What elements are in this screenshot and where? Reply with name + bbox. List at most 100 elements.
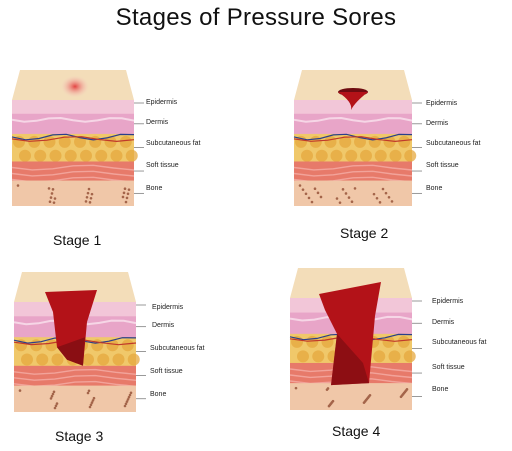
fat-globule — [64, 149, 77, 162]
fat-globule — [36, 353, 49, 366]
stage-1-label-bone: Bone — [146, 185, 163, 192]
bone-pore — [88, 405, 92, 409]
bone-pore — [49, 196, 53, 199]
stage-1-label-fat: Subcutaneous fat — [146, 140, 201, 147]
fat-globule — [312, 350, 325, 363]
bone-pore — [48, 200, 52, 204]
bone-pore — [55, 402, 59, 405]
stage-4-label-dermis: Dermis — [432, 319, 455, 326]
fat-globule — [360, 149, 372, 162]
stage-1-title: Stage 1 — [53, 232, 102, 248]
stage-3-label-soft-tissue: Soft tissue — [150, 368, 183, 375]
bone-pore — [372, 192, 376, 196]
fat-globule — [82, 353, 94, 366]
stage-1-label-dermis: Dermis — [146, 119, 169, 126]
fat-globule — [28, 135, 41, 148]
bone-pore — [90, 192, 94, 196]
bone-pore — [381, 187, 385, 191]
bone-pore — [341, 188, 345, 191]
bone-pore — [344, 192, 348, 195]
bone-pore — [387, 195, 391, 199]
bone-pore — [89, 403, 93, 407]
fat-globule — [404, 149, 417, 162]
fat-globule — [403, 350, 416, 363]
bone-layer — [12, 180, 134, 206]
stage-4-label-soft-tissue: Soft tissue — [432, 364, 465, 371]
fat-globule — [374, 149, 387, 162]
bone-pore — [47, 187, 51, 190]
bone-pore — [50, 192, 54, 195]
redness-spot — [61, 75, 89, 98]
bone-pore — [124, 402, 128, 406]
stage-4-label-epidermis: Epidermis — [432, 298, 464, 305]
fat-globule — [345, 149, 358, 162]
stage-1-label-soft-tissue: Soft tissue — [146, 162, 179, 169]
fat-globule — [301, 149, 313, 162]
bone-pore — [126, 192, 130, 196]
bone-pore — [123, 187, 127, 191]
bone-pore — [121, 195, 125, 199]
vein-blue — [293, 133, 413, 141]
bone-layer — [290, 383, 412, 410]
fat-globule — [80, 149, 92, 162]
fat-globule — [339, 135, 352, 148]
fat-globule — [354, 135, 366, 148]
stage-4-skin-diagram — [289, 268, 422, 410]
bone-pore — [294, 386, 298, 390]
fat-globule — [34, 149, 47, 162]
fat-globule — [106, 339, 119, 352]
bone-pore — [347, 196, 351, 199]
bone-pore — [87, 187, 91, 191]
stage-1-label-epidermis: Epidermis — [146, 99, 178, 106]
bone-pore — [89, 196, 93, 200]
bone-pore — [301, 188, 305, 191]
epidermis-layer — [294, 100, 412, 116]
muscle-fiber — [13, 374, 137, 381]
stage-3-label-epidermis: Epidermis — [152, 304, 184, 311]
bone-pore — [18, 389, 22, 392]
stage-3-title: Stage 3 — [55, 428, 104, 444]
bone-pore — [335, 197, 339, 200]
stage-2-skin-diagram — [293, 70, 422, 206]
bone-pore — [350, 200, 354, 204]
stage-2-label-epidermis: Epidermis — [426, 100, 458, 107]
bone-pore — [51, 392, 55, 396]
bone-pore — [86, 191, 90, 195]
skin-surface — [294, 70, 412, 100]
stage-3-skin-diagram — [13, 272, 146, 412]
fat-globule — [324, 135, 337, 148]
bone-pore — [52, 201, 56, 204]
muscle-fiber — [293, 170, 413, 177]
bone-pore — [127, 188, 131, 191]
vein-red — [11, 136, 135, 143]
vein-red — [293, 136, 413, 143]
vein-blue — [11, 133, 135, 141]
dermis-layer — [294, 113, 412, 136]
dermis-wave — [11, 116, 135, 123]
bone-pore — [85, 195, 89, 199]
fat-globule — [45, 339, 58, 352]
fat-globule — [51, 353, 64, 366]
fat-globule — [306, 335, 319, 348]
bone-pore — [313, 187, 317, 191]
stage-2-label-bone: Bone — [426, 185, 443, 192]
bone-pore — [390, 200, 394, 203]
bone-pore — [125, 400, 129, 403]
stage-2-title: Stage 2 — [340, 225, 389, 241]
bone-pore — [338, 201, 342, 204]
bone-pore — [378, 201, 382, 204]
fat-globule — [297, 350, 309, 363]
bone-pore — [54, 404, 58, 408]
muscle-fiber — [13, 368, 137, 375]
bone-pore — [125, 196, 129, 200]
bone-pore — [16, 184, 20, 187]
diagram-title: Stages of Pressure Sores — [115, 4, 397, 31]
bone-pore — [88, 201, 92, 204]
wound-shadow — [57, 337, 85, 366]
fat-globule — [388, 350, 401, 363]
epidermis-layer — [12, 100, 134, 116]
bone-pore — [126, 398, 130, 401]
stage-2-label-soft-tissue: Soft tissue — [426, 162, 459, 169]
stage-3-label-fat: Subcutaneous fat — [150, 345, 205, 352]
muscle-fiber — [11, 170, 135, 177]
